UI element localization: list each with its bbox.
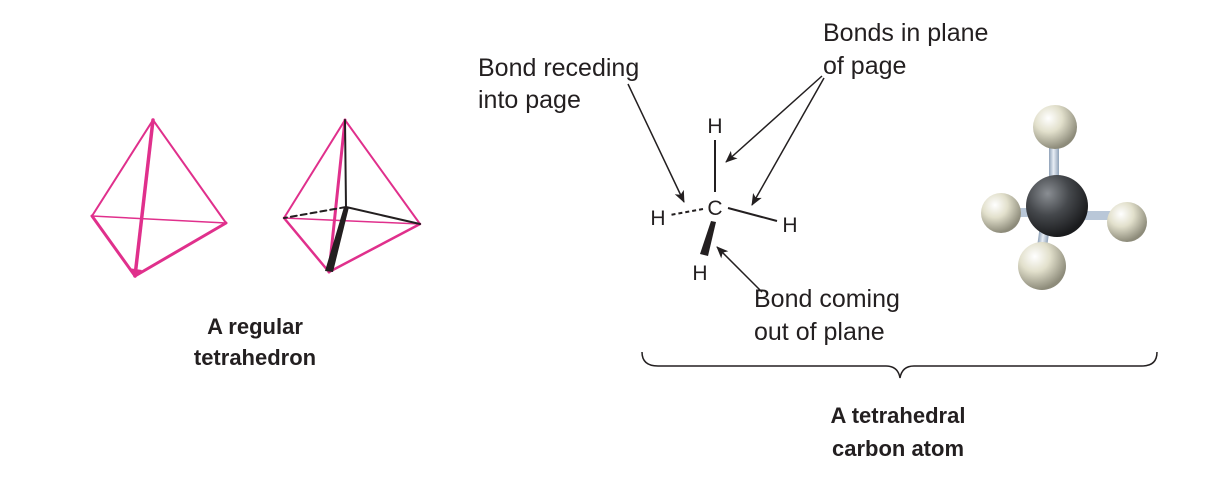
inner-bond-wedge bbox=[325, 207, 349, 272]
callout-in-plane-line1: Bonds in plane bbox=[823, 19, 988, 47]
curly-brace bbox=[641, 351, 1158, 379]
stick-top bbox=[1049, 145, 1059, 197]
tetra-edge bbox=[91, 119, 154, 217]
callout-out-of-plane-line1: Bond coming bbox=[754, 285, 900, 313]
tetra-edge bbox=[152, 119, 227, 224]
bond-right bbox=[727, 207, 778, 222]
tetra-edge bbox=[282, 216, 331, 274]
tetra-edge bbox=[327, 222, 422, 274]
caption-regular-line1: A regular bbox=[207, 314, 303, 339]
tetra-edge bbox=[91, 215, 227, 224]
bond-wedge bbox=[700, 221, 716, 256]
ball-and-stick-model bbox=[981, 105, 1147, 290]
tetra-edge bbox=[133, 118, 155, 278]
tetra-edge bbox=[283, 119, 346, 219]
callout-in-plane-line2: of page bbox=[823, 52, 906, 80]
tetra-edge bbox=[344, 119, 421, 225]
inner-bond-receding bbox=[283, 206, 347, 219]
caption-carbon-line1: A tetrahedral bbox=[831, 403, 966, 428]
arrow-in-plane-right bbox=[751, 77, 825, 206]
hydrogen-ball-top bbox=[1033, 105, 1077, 149]
tetrahedron-with-bonds bbox=[282, 118, 422, 274]
hydrogen-ball-bottom bbox=[1018, 242, 1066, 290]
inner-bond-right bbox=[345, 206, 421, 225]
tetra-edge bbox=[327, 118, 347, 274]
atom-h-top: H bbox=[707, 115, 722, 138]
inner-bond-up bbox=[344, 119, 347, 208]
atom-h-right: H bbox=[782, 214, 797, 237]
carbon-ball bbox=[1026, 175, 1088, 237]
tetra-edge bbox=[90, 214, 137, 278]
arrow-receding bbox=[627, 83, 685, 203]
callout-receding-line2: into page bbox=[478, 86, 581, 114]
arrow-in-plane-vertical bbox=[725, 75, 823, 163]
tetra-edge bbox=[133, 221, 228, 278]
atom-carbon: C bbox=[707, 197, 722, 220]
atom-h-bottom: H bbox=[692, 262, 707, 285]
arrow-out-of-plane bbox=[716, 246, 763, 293]
callout-out-of-plane-line2: out of plane bbox=[754, 318, 885, 346]
hydrogen-ball-right bbox=[1107, 202, 1147, 242]
caption-regular-line2: tetrahedron bbox=[194, 345, 316, 370]
bond-dashed-receding bbox=[669, 208, 704, 216]
callout-receding-line1: Bond receding bbox=[478, 54, 639, 82]
hydrogen-ball-left bbox=[981, 193, 1021, 233]
tetra-edge bbox=[283, 217, 421, 225]
regular-tetrahedron bbox=[90, 118, 228, 278]
caption-carbon-line2: carbon atom bbox=[832, 436, 964, 461]
tetra-front-wedge bbox=[128, 268, 142, 277]
wedge-dash-structure: H C H H H bbox=[650, 115, 797, 285]
atom-h-left: H bbox=[650, 207, 665, 230]
stick-right bbox=[1072, 211, 1122, 220]
